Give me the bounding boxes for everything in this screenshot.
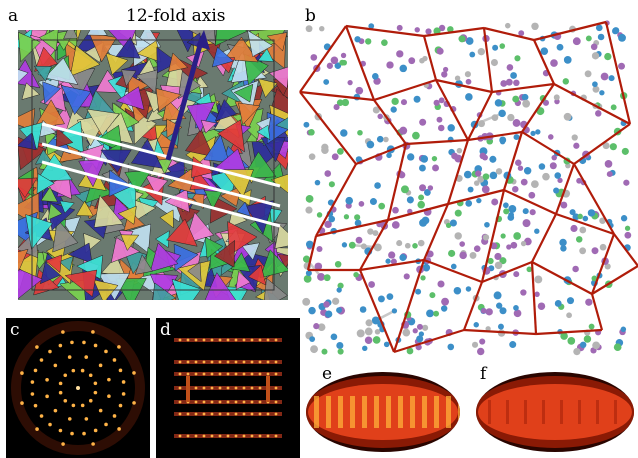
diffraction-pattern-side xyxy=(174,338,282,438)
panel-d-diffraction xyxy=(156,318,300,458)
panel-e-orientation-map xyxy=(304,370,462,454)
panel-a-label: a xyxy=(8,6,19,26)
panel-b-label: b xyxy=(305,6,316,26)
panel-a-polyhedra xyxy=(18,30,288,300)
diffraction-pattern-12fold xyxy=(11,321,145,455)
panel-c-diffraction xyxy=(6,318,150,458)
panel-b-atomic-structure xyxy=(296,14,638,360)
panel-f-orientation-map xyxy=(474,370,636,454)
panel-f-label: f xyxy=(480,364,487,384)
panel-c-label: c xyxy=(10,320,20,340)
mollweide-map-e xyxy=(306,372,460,452)
polyhedra-packing-image xyxy=(18,30,288,300)
atomic-structure-image xyxy=(299,20,638,356)
panel-e-label: e xyxy=(322,364,333,384)
panel-d-label: d xyxy=(160,320,171,340)
axis-annotation: 12-fold axis xyxy=(126,6,226,26)
mollweide-map-f xyxy=(476,372,634,452)
